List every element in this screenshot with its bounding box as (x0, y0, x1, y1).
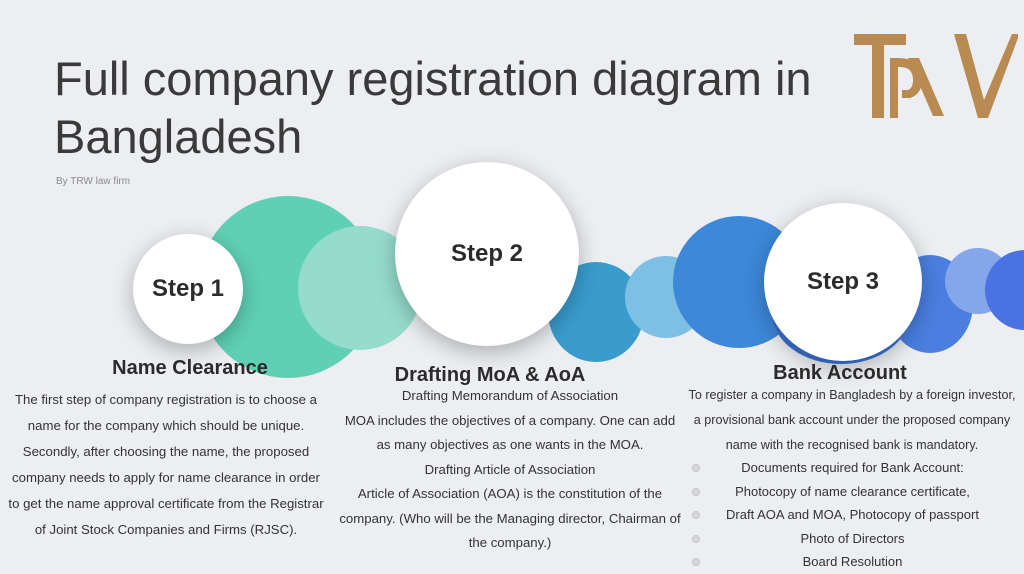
list-item: Documents required for Bank Account: (690, 456, 1015, 480)
trw-logo (854, 34, 1018, 118)
byline: By TRW law firm (56, 176, 131, 187)
step-3-circle: Step 3 (764, 203, 922, 361)
list-item: Board Resolution (690, 550, 1015, 574)
step-2-description: Drafting Memorandum of Association MOA i… (338, 384, 682, 556)
step-2-circle: Step 2 (395, 162, 579, 346)
list-item: Photocopy of name clearance certificate, (690, 480, 1015, 504)
aoa-paragraph: Article of Association (AOA) is the cons… (339, 486, 681, 550)
list-item: Photo of Directors (690, 527, 1015, 551)
list-item: Draft AOA and MOA, Photocopy of passport (690, 503, 1015, 527)
bank-documents-list: Documents required for Bank Account: Pho… (690, 456, 1015, 574)
step-3-paragraph: To register a company in Bangladesh by a… (688, 388, 1016, 452)
step-1-circle: Step 1 (133, 234, 243, 344)
moa-paragraph: MOA includes the objectives of a company… (344, 412, 676, 453)
step-3-label: Step 3 (806, 268, 880, 295)
step-1-description: The first step of company registration i… (6, 387, 326, 543)
step-1-paragraph: The first step of company registration i… (8, 392, 324, 537)
step-2-heading: Drafting MoA & AoA (394, 364, 586, 386)
step-3-description: To register a company in Bangladesh by a… (686, 383, 1018, 458)
step-3-heading: Bank Account (773, 362, 907, 384)
page-title: Full company registration diagram in Ban… (54, 52, 812, 163)
step-1-heading: Name Clearance (112, 357, 268, 379)
moa-subheading: Drafting Memorandum of Association (401, 388, 619, 403)
step-1-label: Step 1 (151, 275, 225, 302)
aoa-subheading: Drafting Article of Association (424, 461, 596, 477)
step-2-label: Step 2 (450, 240, 524, 267)
